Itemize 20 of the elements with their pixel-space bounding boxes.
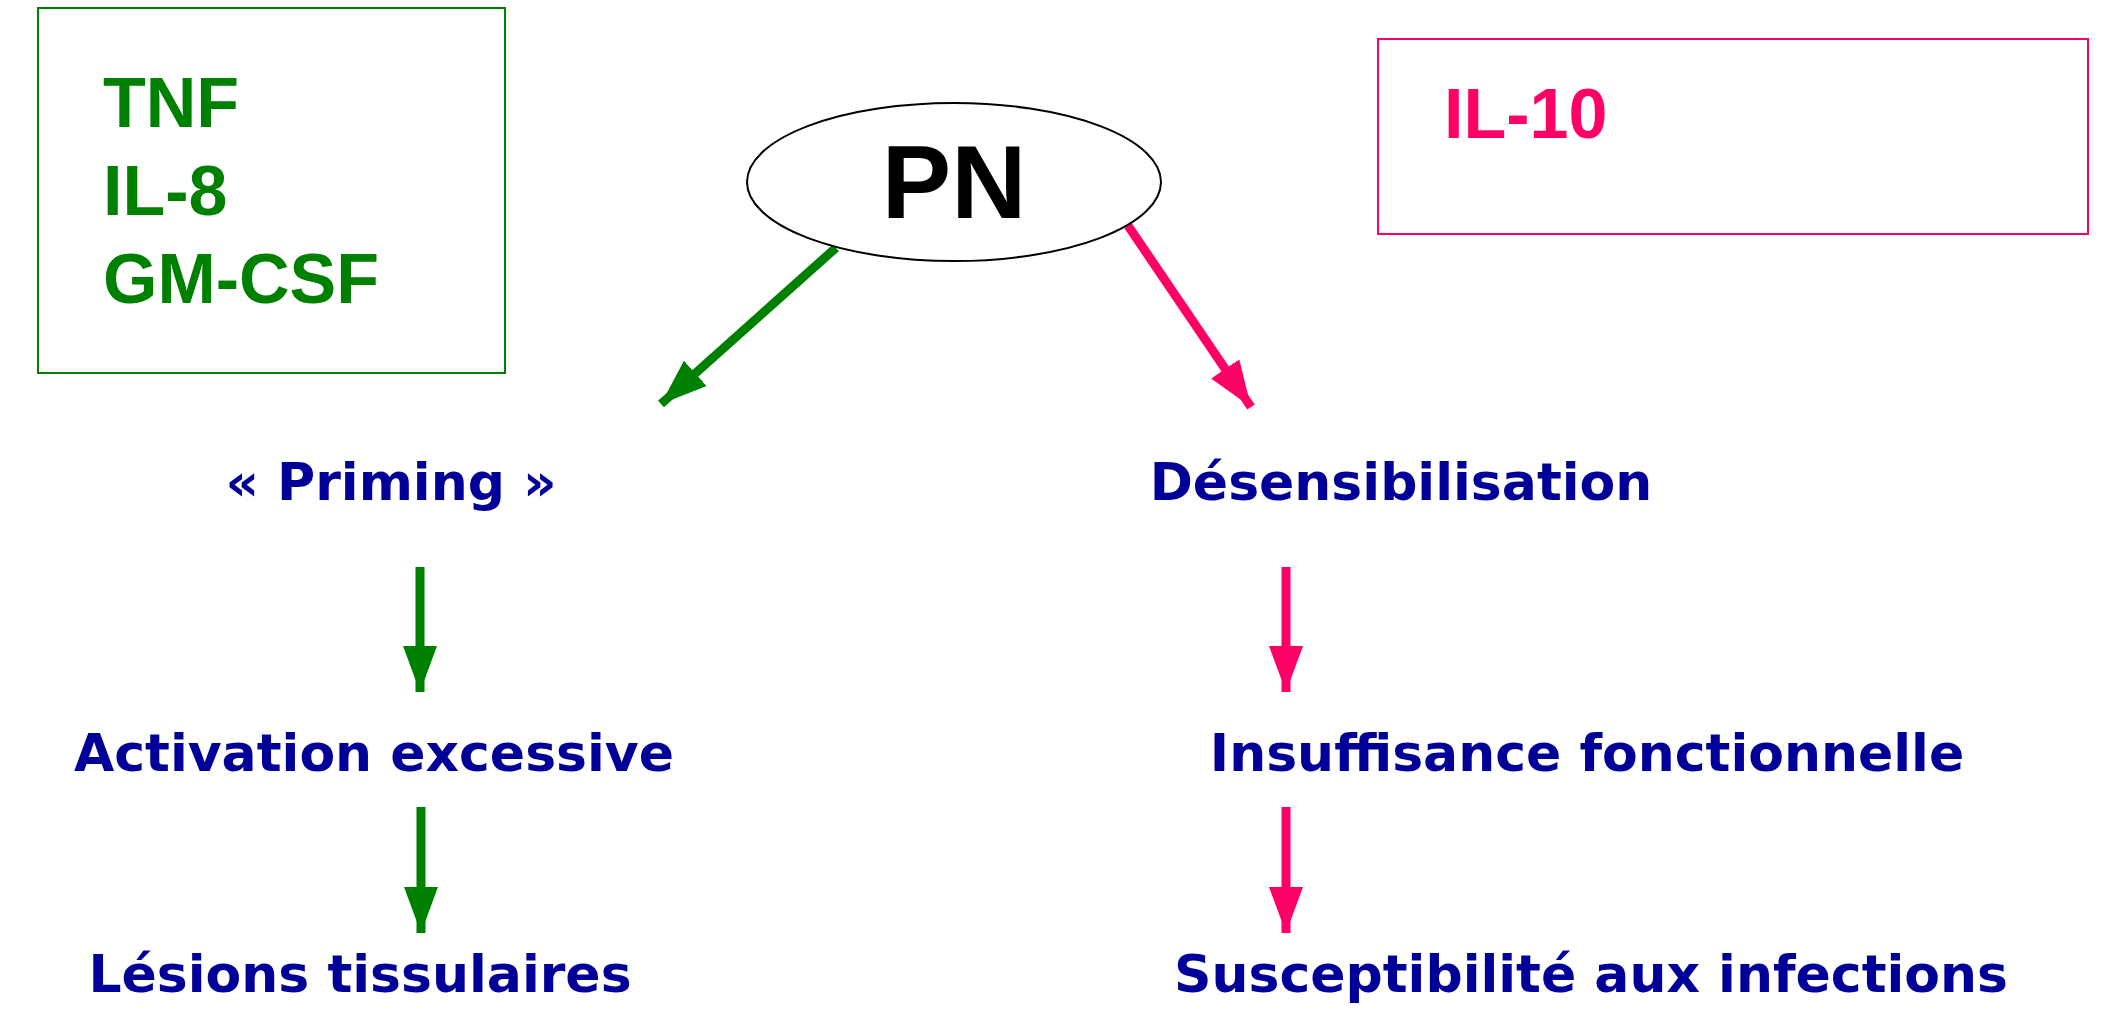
cell-ellipse: [746, 102, 1162, 262]
outcome-text: Désensibilisation: [1149, 451, 1653, 513]
arrow: [404, 807, 438, 933]
outcome-text: Insuffisance fonctionnelle: [1209, 722, 1965, 784]
cytokine-name: IL-8: [103, 151, 228, 232]
outcome-text: Lésions tissulaires: [88, 943, 632, 1005]
outcome-text: « Priming »: [225, 451, 557, 513]
arrow: [1124, 223, 1255, 410]
arrow: [403, 567, 437, 692]
outcome-text: Susceptibilité aux infections: [1174, 943, 2008, 1005]
cytokine-name: GM-CSF: [103, 239, 380, 320]
arrow: [658, 244, 839, 408]
cytokine-box: [37, 7, 506, 374]
arrow: [1269, 807, 1303, 933]
cytokine-name: IL-10: [1444, 74, 1608, 155]
cell-label: PN: [881, 130, 1027, 234]
cytokine-name: TNF: [103, 63, 240, 144]
arrow: [1269, 567, 1303, 692]
outcome-text: Activation excessive: [73, 722, 675, 784]
cytokine-box: [1377, 38, 2089, 235]
